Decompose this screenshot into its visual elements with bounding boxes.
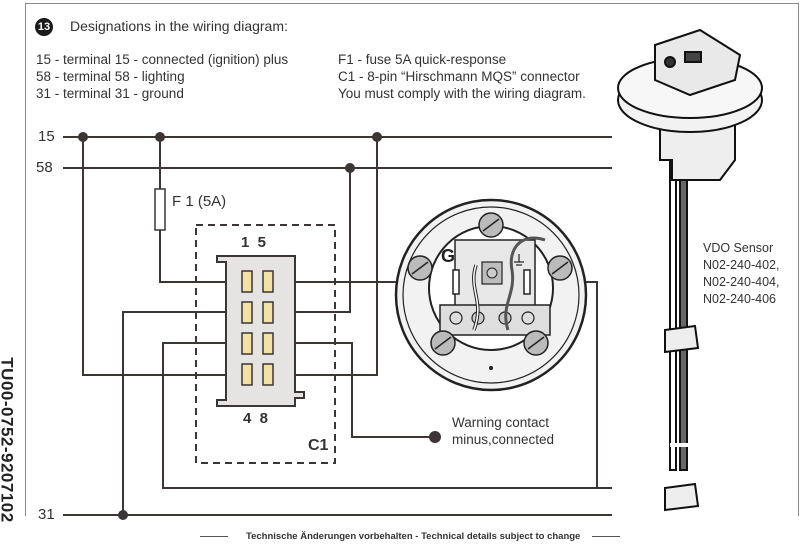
connector-c1-label: C1	[308, 437, 329, 454]
junction-dot	[118, 510, 128, 520]
fuse-f1-icon	[154, 188, 166, 231]
gauge-g-label: G	[441, 246, 455, 266]
junction-dot	[78, 132, 88, 142]
pin-6	[262, 301, 274, 324]
pin-4	[241, 363, 253, 386]
connector-bottom-pin-numbers: 4 8	[243, 410, 269, 427]
pin-3	[241, 332, 253, 355]
sensor-label: VDO Sensor N02-240-402, N02-240-404, N02…	[703, 241, 780, 306]
diagram-frame	[25, 3, 799, 516]
junction-dot	[155, 132, 165, 142]
pin-8	[262, 363, 274, 386]
legend-components: F1 - fuse 5A quick-response C1 - 8-pin “…	[338, 51, 586, 102]
page-title: Designations in the wiring diagram:	[70, 18, 288, 34]
legend-item: You must comply with the wiring diagram.	[338, 86, 586, 101]
connector-body	[216, 255, 305, 407]
wire-fuse-to-pin1	[159, 230, 225, 283]
junction-dot	[345, 163, 355, 173]
legend-item: 58 - terminal 58 - lighting	[36, 69, 185, 84]
wire-31-to-pin2	[122, 311, 225, 515]
vdo-sensor-illustration	[617, 28, 763, 512]
legend-item: F1 - fuse 5A quick-response	[338, 52, 507, 67]
warning-contact-label: Warning contact minus,connected	[452, 415, 555, 447]
wire-15-to-pin8	[270, 137, 378, 376]
bus-label-15: 15	[38, 128, 55, 145]
footer-disclaimer: Technische Änderungen vorbehalten - Tech…	[246, 531, 581, 542]
legend-terminals: 15 - terminal 15 - connected (ignition) …	[36, 51, 288, 102]
wire-pin7-to-warning	[270, 342, 432, 438]
connector-top-pin-numbers: 1 5	[241, 234, 267, 251]
junction-dot	[372, 132, 382, 142]
bus-label-58: 58	[36, 159, 53, 176]
legend-item: C1 - 8-pin “Hirschmann MQS” connector	[338, 69, 580, 84]
pin-1	[241, 270, 253, 293]
wire-58-to-pin6	[270, 168, 351, 313]
gauge-terminal-ground	[523, 269, 531, 295]
footer-divider	[592, 536, 620, 537]
wire-pin3-loop	[162, 342, 612, 489]
footer-divider	[200, 536, 228, 537]
document-code: TU00-0752-9207102	[0, 357, 17, 523]
legend-item: 15 - terminal 15 - connected (ignition) …	[36, 52, 289, 67]
step-number-badge: 13	[35, 18, 53, 36]
connector-c1-boundary	[195, 224, 336, 464]
wire-15-to-pin4	[82, 137, 225, 376]
bus-label-31: 31	[38, 506, 55, 523]
pin-7	[262, 332, 274, 355]
pin-5	[262, 270, 274, 293]
legend-item: 31 - terminal 31 - ground	[36, 86, 184, 101]
warning-contact-terminal	[429, 431, 441, 443]
gauge-terminal-g	[452, 269, 460, 295]
pin-2	[241, 301, 253, 324]
gauge-back-view	[394, 198, 588, 392]
fuse-label: F 1 (5A)	[172, 193, 227, 210]
